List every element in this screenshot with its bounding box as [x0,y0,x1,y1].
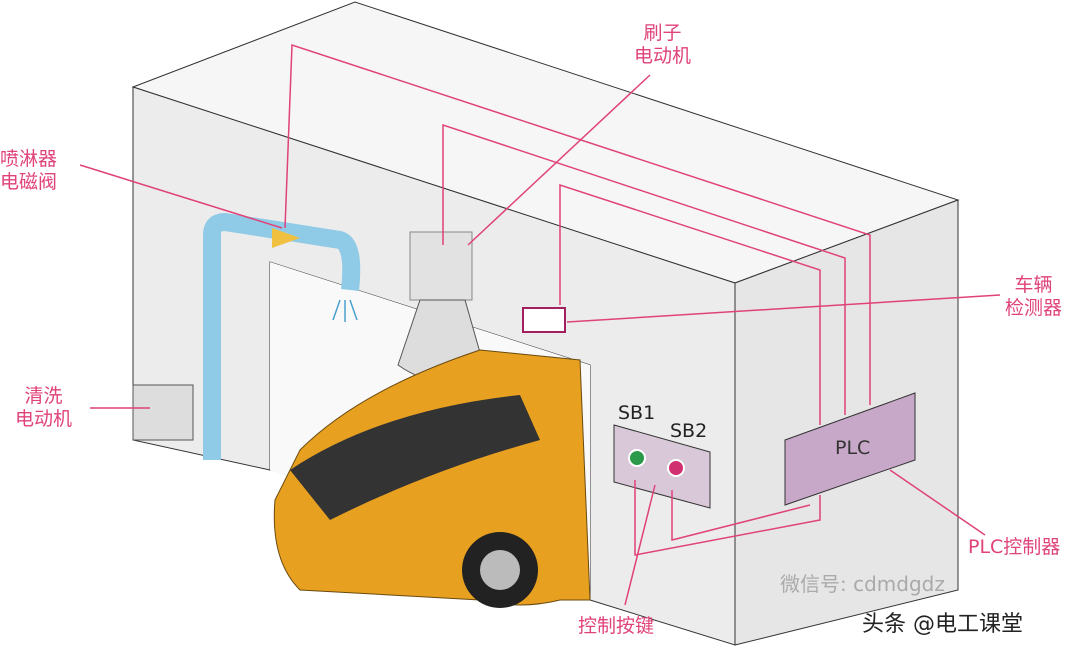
spray-valve-icon [272,228,300,248]
vehicle-detector-icon [522,307,566,333]
plc-label: PLC [835,437,871,459]
wiring [79,43,1001,606]
brush-motor-icon [409,231,473,301]
vehicle-detector-label: 车辆检测器 [1005,274,1062,320]
spray-valve-label: 喷淋器电磁阀 [0,148,57,194]
wash-motor-icon [132,384,194,441]
label-line: 电动机 [15,408,73,430]
label-line: 清洗 [24,385,63,407]
wechat-watermark: 微信号: cdmdgdz [780,572,945,596]
spray-nozzle-icon [332,299,358,322]
control-buttons-label: 控制按键 [578,615,655,637]
brush-motor-label: 刷子电动机 [634,22,691,68]
label-line: 喷淋器 [0,148,58,170]
plc-controller-label: PLC控制器 [968,536,1061,558]
sb2-label: SB2 [670,420,708,442]
label-line: 检测器 [1005,297,1063,319]
button-panel [613,424,711,509]
label-line: 车辆 [1014,274,1053,296]
toutiao-watermark: 头条 @电工课堂 [862,612,1023,637]
car-icon [273,349,591,608]
plc-box [784,392,916,506]
label-line: 电动机 [634,45,692,67]
label-line: 电磁阀 [0,171,58,193]
wash-motor-label: 清洗电动机 [15,385,72,431]
label-line: 刷子 [643,22,682,44]
water-pipe [203,212,361,460]
sb2-button [667,459,685,477]
sb1-label: SB1 [618,402,656,424]
sb1-button [628,449,646,467]
